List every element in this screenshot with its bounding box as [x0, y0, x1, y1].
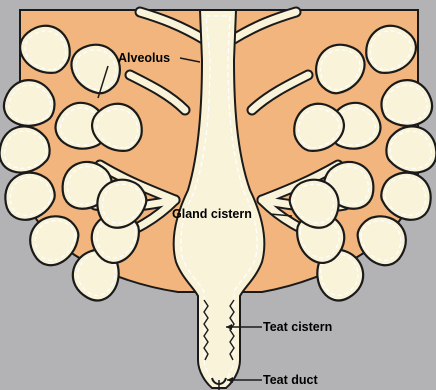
gland-cistern-label-text: Gland cistern: [172, 207, 252, 221]
label-teat-cistern: Teat cistern: [226, 320, 332, 334]
teat-cistern-label-text: Teat cistern: [263, 320, 332, 334]
label-teat-duct: Teat duct: [227, 373, 318, 387]
alveolus-label-text: Alveolus: [118, 51, 170, 65]
teat-duct-label-text: Teat duct: [263, 373, 318, 387]
